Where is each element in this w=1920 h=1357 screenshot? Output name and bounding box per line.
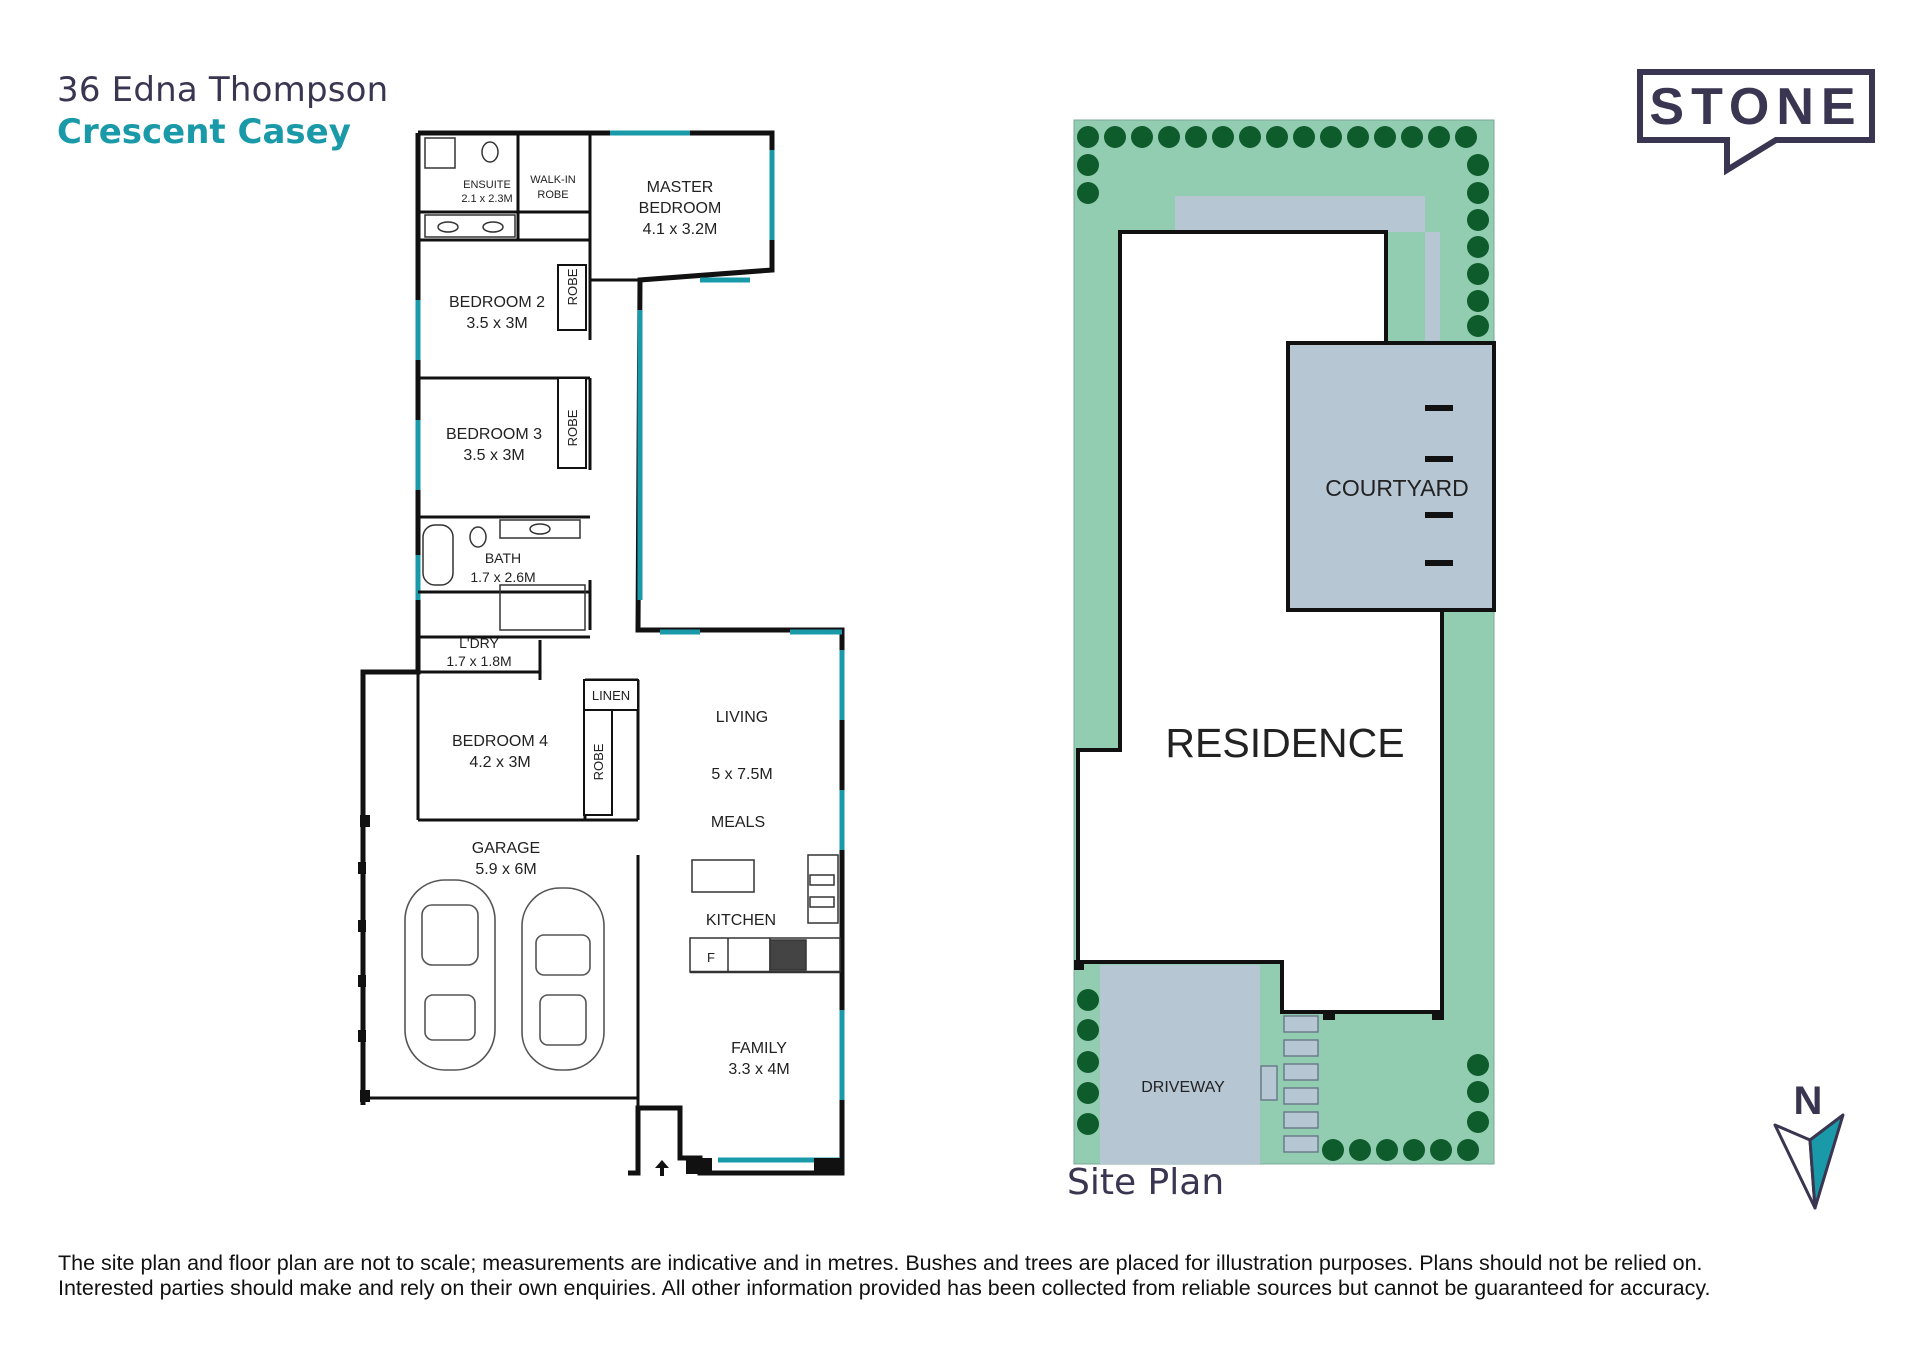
bedroom3-label: BEDROOM 3 (446, 426, 542, 443)
bedroom4-dims: 4.2 x 3M (469, 754, 530, 771)
bedroom2-label: BEDROOM 2 (449, 294, 545, 311)
garage-label: GARAGE (472, 840, 540, 857)
site-plan-label: Site Plan (1067, 1162, 1225, 1203)
master-bedroom-label-1: MASTER (647, 179, 714, 196)
master-bedroom-label-2: BEDROOM (639, 200, 722, 217)
living-label: LIVING (716, 709, 768, 726)
bath-dims: 1.7 x 2.6M (470, 569, 535, 585)
site-plan: RESIDENCE COURTYARD DRIVEWAY (1073, 119, 1496, 1165)
ensuite-label: ENSUITE (463, 179, 511, 191)
family-dims: 3.3 x 4M (728, 1061, 789, 1078)
disclaimer: The site plan and floor plan are not to … (58, 1251, 1898, 1301)
address-line-2: Crescent Casey (57, 112, 351, 152)
laundry-label: L'DRY (459, 635, 499, 651)
stone-logo: STONE (1637, 69, 1875, 176)
garage-dims: 5.9 x 6M (475, 861, 536, 878)
floor-plan: ENSUITE 2.1 x 2.3M WALK-IN ROBE MASTER B… (358, 130, 845, 1176)
driveway-label: DRIVEWAY (1141, 1079, 1225, 1096)
robe-label-bedroom3: ROBE (565, 409, 580, 446)
robe-label-bedroom4: ROBE (591, 743, 606, 780)
bedroom4-label: BEDROOM 4 (452, 733, 548, 750)
walk-in-robe-label-2: ROBE (537, 189, 568, 201)
disclaimer-line-2: Interested parties should make and rely … (58, 1276, 1711, 1300)
bedroom2-dims: 3.5 x 3M (466, 315, 527, 332)
kitchen-label: KITCHEN (706, 912, 776, 929)
walk-in-robe-label-1: WALK-IN (530, 174, 575, 186)
bedroom3-dims: 3.5 x 3M (463, 447, 524, 464)
master-bedroom-dims: 4.1 x 3.2M (643, 221, 718, 238)
linen-label: LINEN (592, 688, 630, 703)
disclaimer-line-1: The site plan and floor plan are not to … (58, 1251, 1703, 1275)
laundry-dims: 1.7 x 1.8M (446, 653, 511, 669)
family-label: FAMILY (731, 1040, 787, 1057)
logo-text: STONE (1649, 78, 1862, 136)
ensuite-dims: 2.1 x 2.3M (461, 193, 512, 205)
north-label: N (1794, 1079, 1823, 1123)
living-dims: 5 x 7.5M (711, 766, 772, 783)
meals-label: MEALS (711, 814, 765, 831)
fridge-label: F (707, 950, 715, 965)
north-arrow-icon: N (1773, 1079, 1845, 1210)
bath-label: BATH (485, 550, 521, 566)
courtyard-label: COURTYARD (1325, 475, 1469, 501)
address-line-1: 36 Edna Thompson (57, 70, 389, 110)
residence-label: RESIDENCE (1165, 720, 1404, 766)
robe-label-bedroom2: ROBE (565, 268, 580, 305)
